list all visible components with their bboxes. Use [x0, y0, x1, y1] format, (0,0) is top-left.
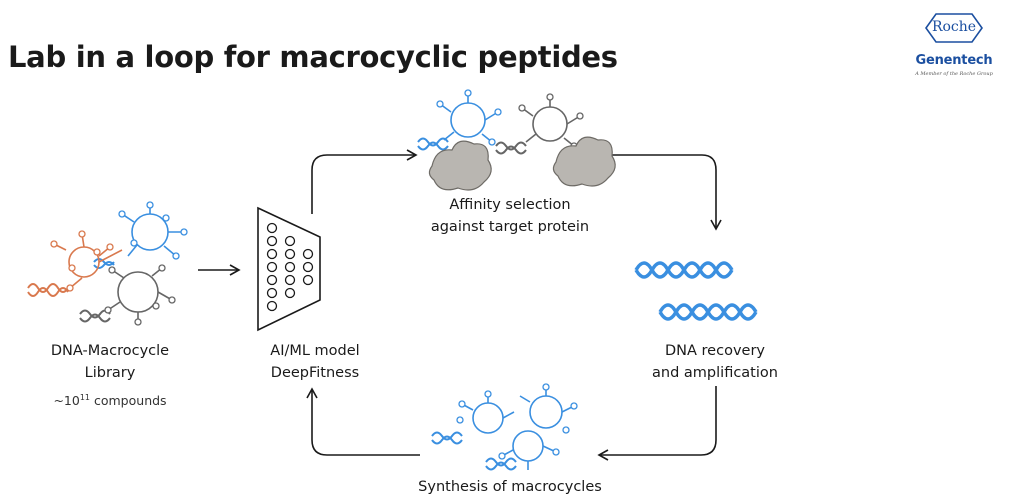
macrocycle-protein-binding-icon: [417, 89, 616, 191]
model-title: AI/ML model: [270, 343, 360, 359]
neural-network-icon: [257, 206, 321, 332]
library-title: DNA-Macrocycle: [50, 343, 170, 359]
recovery-title: DNA recovery: [665, 343, 765, 359]
model-label: AI/ML model DeepFitness: [225, 340, 405, 384]
arrow-model-to-selection: [311, 149, 418, 214]
blue-macrocycle-cluster-icon: [431, 383, 578, 471]
arrow-synthesis-to-model: [306, 387, 420, 456]
library-count: ~1011 compounds: [53, 393, 167, 409]
recovery-label: DNA recovery and amplification: [610, 340, 820, 384]
selection-subtitle: against target protein: [430, 219, 590, 235]
selection-label: Affinity selection against target protei…: [405, 194, 615, 238]
library-subtitle: Library: [84, 365, 136, 381]
recovery-subtitle: and amplification: [652, 365, 778, 381]
synthesis-title: Synthesis of macrocycles: [418, 479, 602, 495]
synthesis-label: Synthesis of macrocycles: [380, 476, 640, 498]
model-subtitle: DeepFitness: [270, 365, 360, 381]
company-logo: Roche Genentech A Member of the Roche Gr…: [904, 8, 1004, 88]
roche-hexagon-icon: [925, 13, 983, 43]
target-protein-icon: [428, 140, 492, 191]
arrow-selection-to-recovery: [608, 154, 722, 231]
dna-helix-icon: [634, 261, 758, 321]
page-title: Lab in a loop for macrocyclic peptides: [8, 40, 618, 74]
logo-brand: Roche: [931, 19, 977, 35]
logo-company: Genentech: [915, 53, 993, 68]
library-label: DNA-Macrocycle Library ~1011 compounds: [30, 340, 190, 412]
logo-tagline: A Member of the Roche Group: [915, 71, 993, 77]
target-protein-icon: [552, 136, 616, 187]
arrow-recovery-to-synthesis: [597, 386, 717, 461]
mixed-macrocycle-cluster-icon: [27, 201, 188, 326]
selection-title: Affinity selection: [449, 197, 571, 213]
